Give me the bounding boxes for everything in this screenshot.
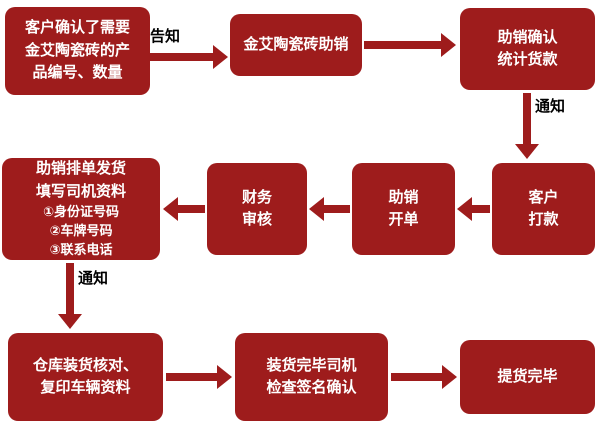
arrow-inform-right-icon bbox=[150, 45, 228, 69]
arrow-shaft bbox=[66, 263, 74, 314]
arrow-notify-down-right-icon bbox=[515, 93, 539, 159]
node-brand-sales: 金艾陶瓷砖助销 bbox=[230, 14, 362, 76]
node-pickup-done: 提货完毕 bbox=[460, 340, 595, 414]
arrow-shaft bbox=[523, 93, 531, 144]
node-customer-payment: 客户 打款 bbox=[492, 163, 595, 255]
arrow-head bbox=[309, 197, 324, 221]
arrow-head bbox=[58, 314, 82, 329]
arrow-head bbox=[441, 33, 456, 57]
node-sales-order-label: 助销 开单 bbox=[388, 188, 419, 229]
arrow-shaft bbox=[472, 205, 490, 213]
arrow-shaft bbox=[178, 205, 205, 213]
arrow-shaft bbox=[166, 373, 217, 381]
arrow-head bbox=[457, 197, 472, 221]
node-loading-confirm-label: 装货完毕司机 检查签名确认 bbox=[266, 356, 357, 397]
arrow-head bbox=[163, 197, 178, 221]
edge-label-inform: 告知 bbox=[150, 28, 181, 45]
arrow-head bbox=[217, 365, 232, 389]
node-sales-confirm-label: 助销确认 统计货款 bbox=[497, 28, 558, 69]
arrow-head bbox=[515, 144, 539, 159]
node-loading-confirm: 装货完毕司机 检查签名确认 bbox=[235, 333, 388, 421]
arrow-head bbox=[213, 45, 228, 69]
node-finance-review: 财务 审核 bbox=[207, 163, 307, 255]
node-warehouse-check: 仓库装货核对、 复印车辆资料 bbox=[8, 333, 163, 421]
node-sales-confirm: 助销确认 统计货款 bbox=[460, 8, 595, 90]
arrow-finance-to-schedule-icon bbox=[163, 197, 205, 221]
node-schedule-shipping-label: 助销排单发货 填写司机资料 bbox=[35, 160, 126, 200]
arrow-shaft bbox=[150, 53, 213, 61]
arrow-order-to-finance-icon bbox=[309, 197, 350, 221]
node-warehouse-check-label: 仓库装货核对、 复印车辆资料 bbox=[32, 356, 138, 397]
node-sales-order: 助销 开单 bbox=[352, 163, 455, 255]
arrow-head bbox=[442, 365, 457, 389]
arrow-shaft bbox=[391, 373, 442, 381]
arrow-warehouse-to-loading-icon bbox=[166, 365, 232, 389]
arrow-payment-to-order-icon bbox=[457, 197, 490, 221]
arrow-shaft bbox=[324, 205, 350, 213]
arrow-loading-to-pickup-icon bbox=[391, 365, 457, 389]
arrow-shaft bbox=[364, 41, 441, 49]
node-customer-confirm: 客户确认了需要 金艾陶瓷砖的产 品编号、数量 bbox=[5, 7, 150, 95]
node-schedule-shipping: 助销排单发货 填写司机资料 ①身份证号码 ②车牌号码 ③联系电话 bbox=[2, 158, 160, 260]
node-pickup-done-label: 提货完毕 bbox=[497, 367, 558, 385]
arrow-notify-down-left-icon bbox=[58, 263, 82, 329]
node-finance-review-label: 财务 审核 bbox=[241, 188, 272, 229]
node-customer-payment-label: 客户 打款 bbox=[528, 188, 559, 229]
node-schedule-shipping-details: ①身份证号码 ②车牌号码 ③联系电话 bbox=[42, 204, 119, 257]
node-brand-sales-label: 金艾陶瓷砖助销 bbox=[243, 35, 349, 53]
arrow-brand-to-confirm-icon bbox=[364, 33, 456, 57]
node-customer-confirm-label: 客户确认了需要 金艾陶瓷砖的产 品编号、数量 bbox=[24, 19, 130, 82]
edge-label-notify-left: 通知 bbox=[78, 270, 109, 287]
edge-label-notify-top-right: 通知 bbox=[535, 98, 566, 115]
